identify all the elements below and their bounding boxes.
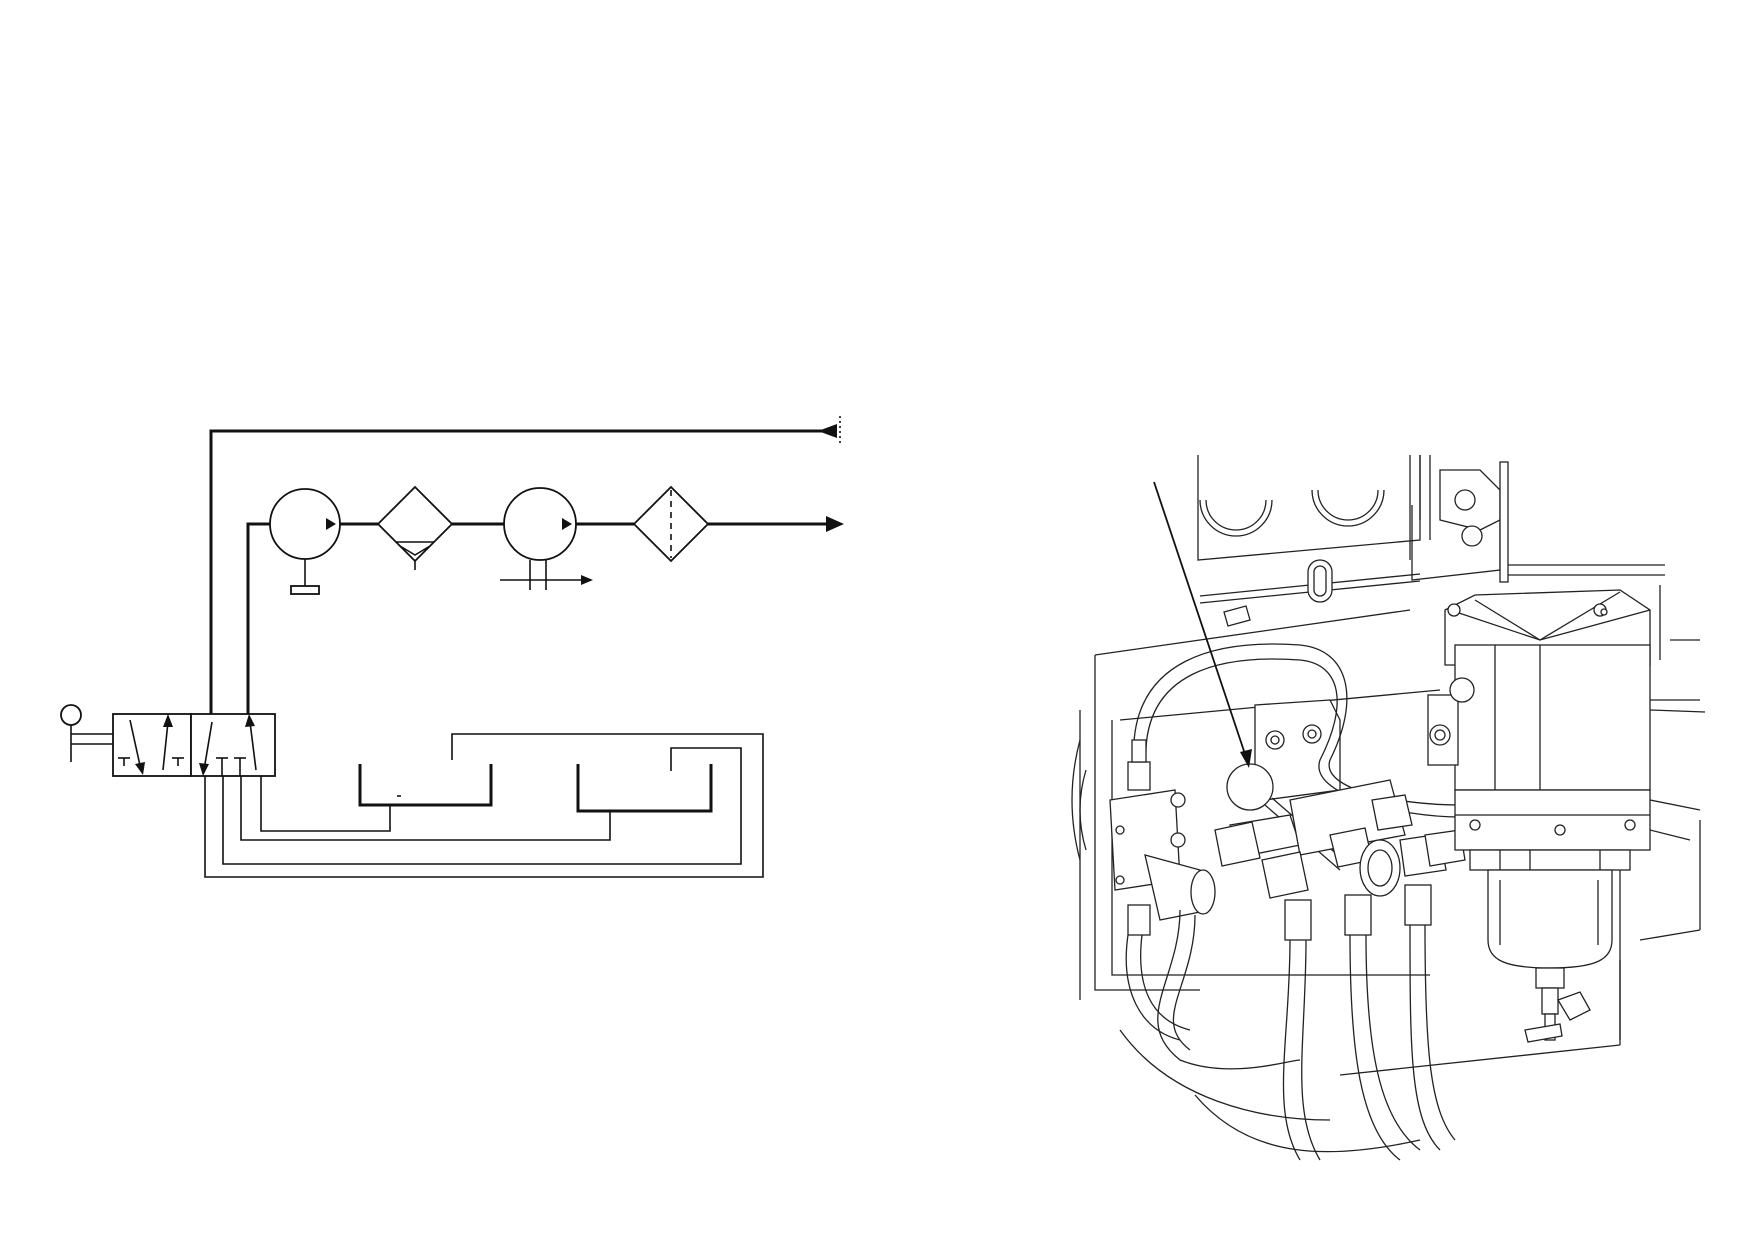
pneumatic-schematic bbox=[60, 416, 844, 878]
manifold-block bbox=[1254, 699, 1341, 801]
callout-arrowhead-icon bbox=[1240, 749, 1252, 768]
callout-leader bbox=[1153, 481, 1252, 768]
right-frame bbox=[1619, 585, 1706, 1040]
central-valve bbox=[1214, 779, 1466, 941]
down-hoses bbox=[1119, 909, 1456, 1161]
return-lines bbox=[204, 733, 764, 878]
filter-regulator-housing bbox=[1427, 589, 1651, 871]
lever-knob-icon[interactable] bbox=[60, 704, 82, 726]
equipment-drawing bbox=[1071, 455, 1706, 1161]
machine-housing bbox=[1197, 455, 1431, 627]
cylinder-b bbox=[576, 764, 713, 813]
adjuster-icon bbox=[290, 585, 320, 595]
output-arrow-icon bbox=[826, 516, 844, 532]
directional-control-valve[interactable] bbox=[112, 713, 276, 777]
valve-position-a bbox=[112, 713, 192, 777]
filter-with-drain bbox=[376, 485, 454, 570]
frl-line bbox=[246, 516, 844, 714]
hand-lever-actuator[interactable] bbox=[60, 704, 113, 762]
left-valve-assembly bbox=[1109, 739, 1216, 936]
cylinder-a bbox=[358, 764, 493, 807]
lubricator-gauge bbox=[500, 487, 593, 590]
flow-arrow-icon bbox=[581, 575, 593, 585]
filter-bowl bbox=[1487, 869, 1613, 1043]
line-filter bbox=[632, 485, 710, 563]
upper-clamp bbox=[1411, 455, 1665, 583]
pressure-regulator bbox=[269, 488, 341, 595]
top-output-line bbox=[209, 416, 841, 714]
